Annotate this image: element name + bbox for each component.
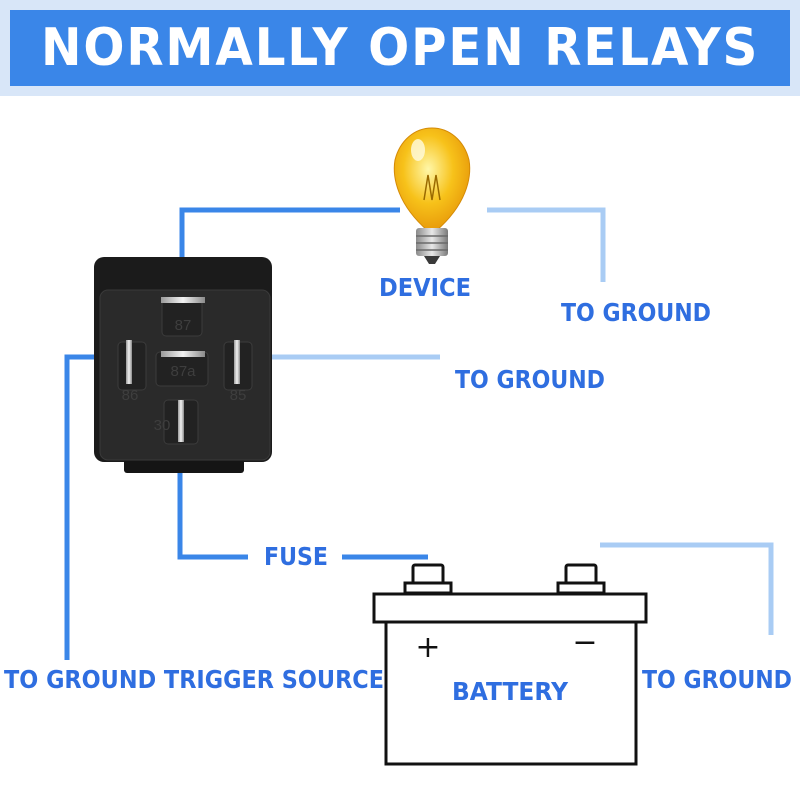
wire-battery-negative-to-ground (600, 542, 774, 635)
pin-label-85: 85 (230, 387, 247, 404)
pin-30 (178, 400, 184, 442)
battery-negative-terminal-label: − (572, 625, 597, 660)
to-ground-battery-label: TO GROUND (642, 665, 792, 694)
to-ground-device-label: TO GROUND (561, 298, 711, 327)
pin-87a (161, 351, 205, 357)
pin-label-86: 86 (122, 387, 139, 404)
title-banner: NORMALLY OPEN RELAYS (0, 0, 800, 96)
light-bulb-icon (393, 127, 471, 264)
relay-body: 87 87a 86 85 30 (94, 257, 272, 473)
fuse-label: FUSE (264, 542, 328, 571)
pin-86 (126, 340, 132, 384)
pin-label-87: 87 (175, 317, 192, 334)
device-label: DEVICE (379, 273, 471, 302)
pin-label-87a: 87a (170, 363, 196, 380)
battery-positive-terminal-label: + (415, 630, 440, 665)
to-ground-pin85-label: TO GROUND (455, 365, 605, 394)
battery-label: BATTERY (452, 677, 569, 706)
wire-device-to-ground (487, 207, 606, 282)
ground-wires (240, 207, 774, 635)
battery-icon: + − (372, 563, 648, 766)
pin-87 (161, 297, 205, 303)
page-title: NORMALLY OPEN RELAYS (40, 18, 760, 78)
title-banner-fill: NORMALLY OPEN RELAYS (10, 10, 790, 86)
pin-85 (234, 340, 240, 384)
pin-label-30: 30 (154, 417, 171, 434)
to-ground-trigger-source-label: TO GROUND TRIGGER SOURCE (4, 665, 384, 694)
